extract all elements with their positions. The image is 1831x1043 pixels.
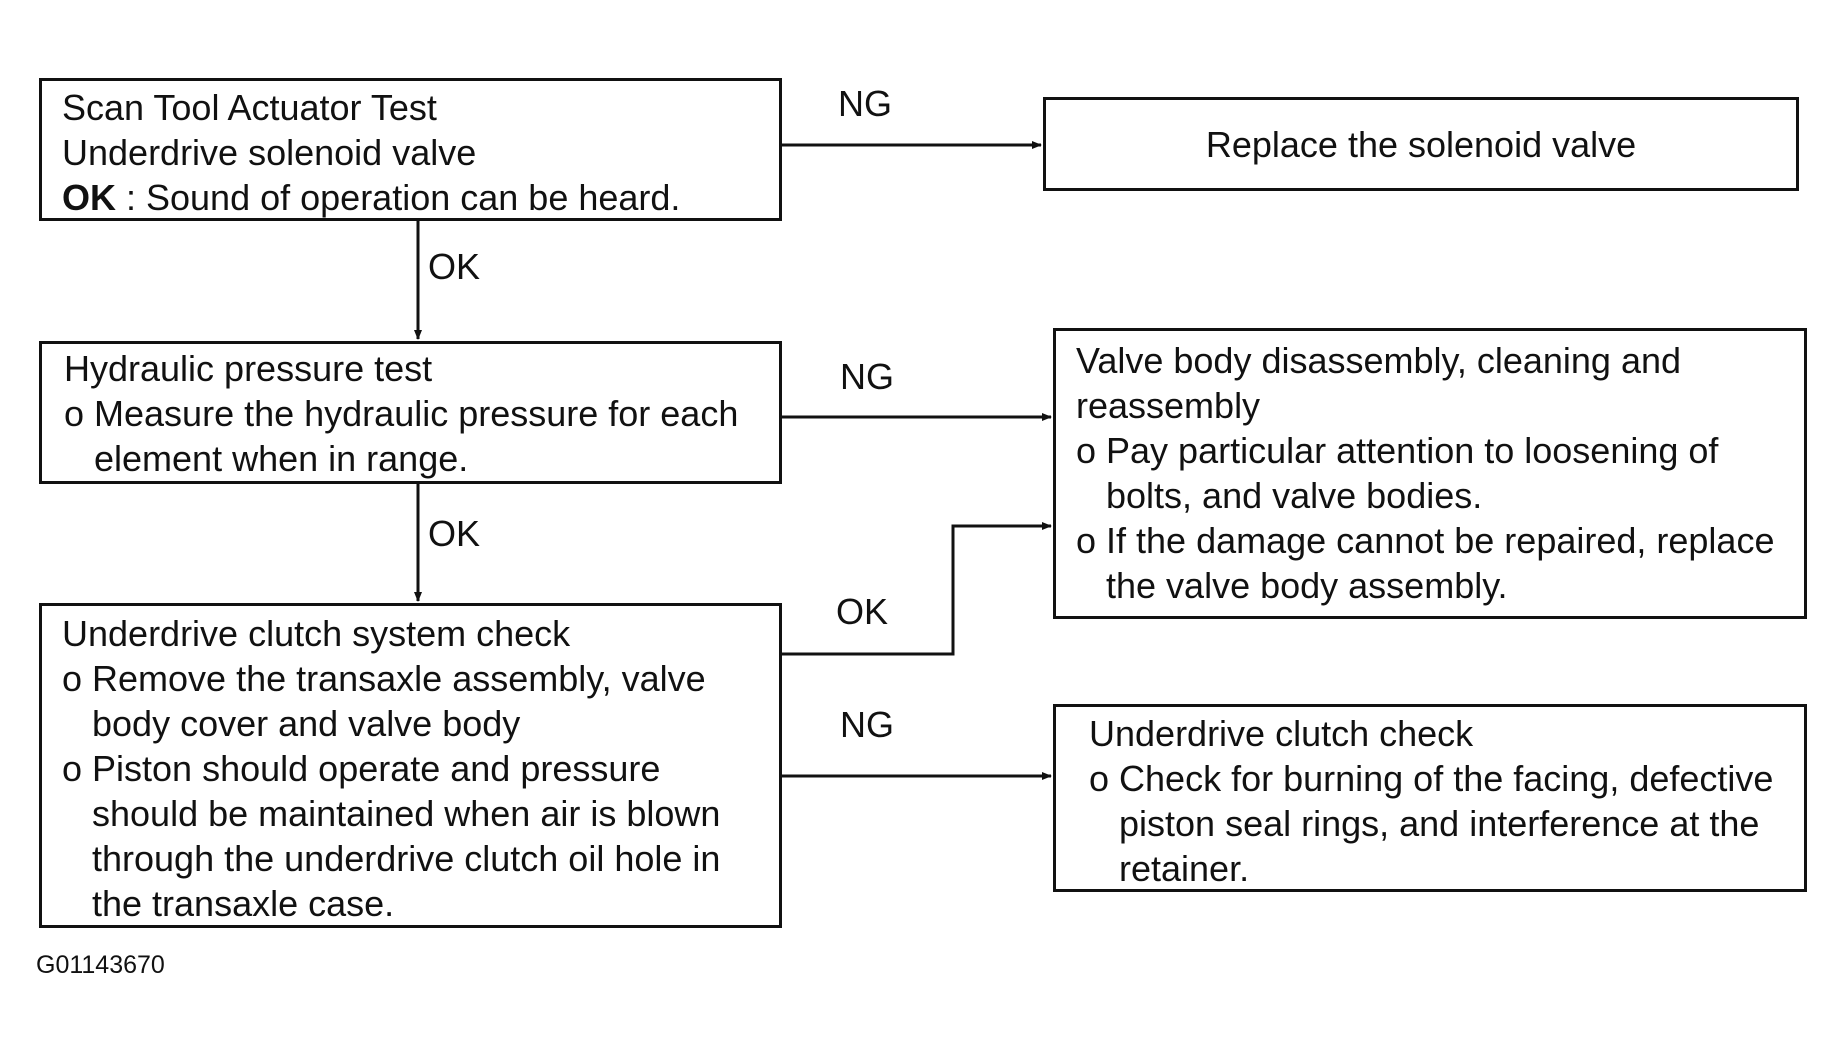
box-valve-body-disassembly: Valve body disassembly, cleaning and rea… xyxy=(1053,328,1807,619)
box-replace-solenoid-valve: Replace the solenoid valve xyxy=(1043,97,1799,191)
hydraulic-title: Hydraulic pressure test xyxy=(64,348,433,389)
clutch-system-bullet-2: o Piston should operate and pressure xyxy=(62,748,661,789)
clutch-system-bullet-1: o Remove the transaxle assembly, valve xyxy=(62,658,706,699)
box-hydraulic-pressure-test: Hydraulic pressure test o Measure the hy… xyxy=(39,341,782,484)
clutch-system-title: Underdrive clutch system check xyxy=(62,613,571,654)
valve-body-bullet-2: o If the damage cannot be repaired, repl… xyxy=(1076,520,1775,561)
edge-label-hydraulic-ok: OK xyxy=(428,513,481,554)
edge-label-clutch-ng: NG xyxy=(840,704,894,745)
clutch-check-bullet-1: o Check for burning of the facing, defec… xyxy=(1089,758,1774,799)
figure-id: G01143670 xyxy=(36,951,165,979)
clutch-check-bullet-1-cont-1: piston seal rings, and interference at t… xyxy=(1119,803,1760,844)
clutch-system-bullet-2-cont-1: should be maintained when air is blown xyxy=(92,793,721,834)
edge-label-scan-ok: OK xyxy=(428,246,481,287)
valve-body-title: Valve body disassembly, cleaning and xyxy=(1076,340,1682,381)
hydraulic-bullet-1: o Measure the hydraulic pressure for eac… xyxy=(64,393,739,434)
replace-solenoid-text: Replace the solenoid valve xyxy=(1205,124,1637,165)
box-underdrive-clutch-system-check: Underdrive clutch system check o Remove … xyxy=(39,603,782,928)
box-underdrive-clutch-check: Underdrive clutch check o Check for burn… xyxy=(1053,704,1807,892)
clutch-system-bullet-2-cont-2: through the underdrive clutch oil hole i… xyxy=(92,838,721,879)
valve-body-title-cont: reassembly xyxy=(1076,385,1261,426)
scan-tool-title: Scan Tool Actuator Test xyxy=(62,87,437,128)
clutch-check-title: Underdrive clutch check xyxy=(1089,713,1474,754)
valve-body-bullet-2-cont: the valve body assembly. xyxy=(1106,565,1508,606)
ok-label: OK xyxy=(62,177,116,218)
arrow-clutch-ok xyxy=(781,522,1052,656)
scan-tool-subject: Underdrive solenoid valve xyxy=(62,132,477,173)
ok-criterion-text: : Sound of operation can be heard. xyxy=(116,177,681,218)
edge-label-scan-ng: NG xyxy=(838,83,892,124)
box-scan-tool-actuator-test: Scan Tool Actuator Test Underdrive solen… xyxy=(39,78,782,221)
clutch-system-bullet-2-cont-3: the transaxle case. xyxy=(92,883,395,924)
edge-label-hydraulic-ng: NG xyxy=(840,356,894,397)
clutch-check-bullet-1-cont-2: retainer. xyxy=(1119,848,1250,889)
edge-label-clutch-ok: OK xyxy=(836,591,889,632)
hydraulic-bullet-1-cont: element when in range. xyxy=(94,438,469,479)
clutch-system-bullet-1-cont: body cover and valve body xyxy=(92,703,521,744)
valve-body-bullet-1-cont: bolts, and valve bodies. xyxy=(1106,475,1483,516)
scan-tool-ok-criterion: OK : Sound of operation can be heard. xyxy=(62,175,680,220)
valve-body-bullet-1: o Pay particular attention to loosening … xyxy=(1076,430,1719,471)
